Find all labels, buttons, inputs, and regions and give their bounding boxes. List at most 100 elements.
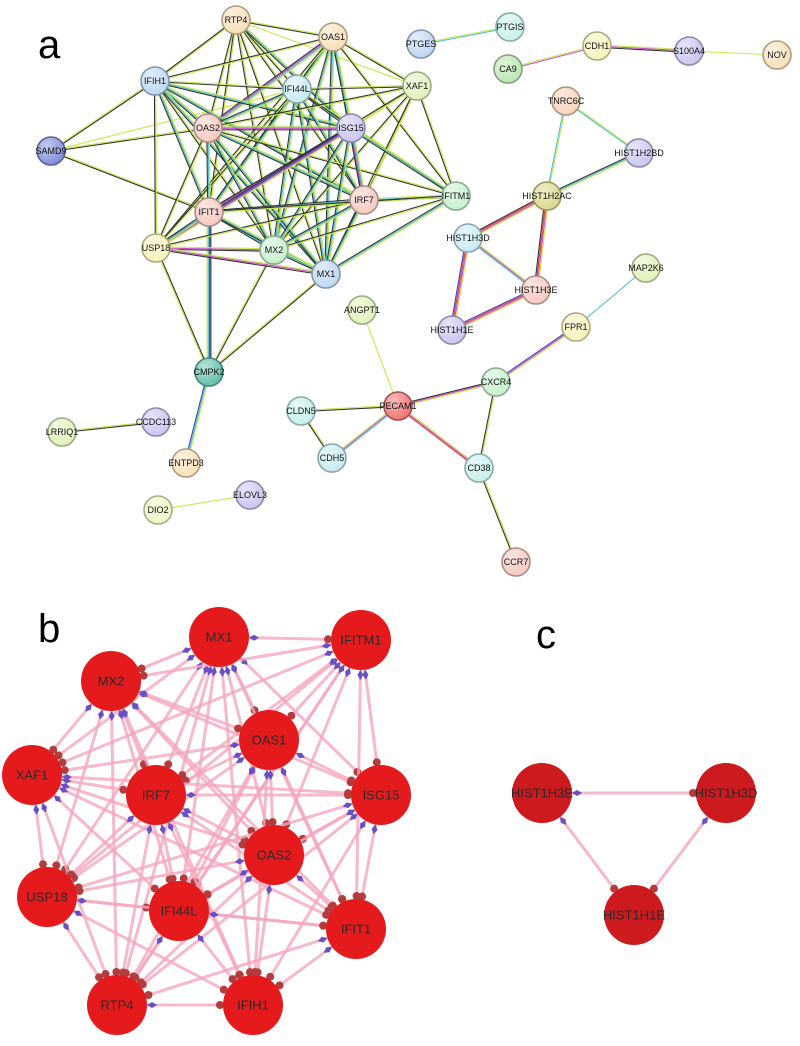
node-circle <box>189 607 249 667</box>
node-label: CCR7 <box>504 557 529 567</box>
edge-TNRC6C-HIST1H2BD <box>565 99 640 155</box>
node-hist1h3e[interactable]: HIST1H3E <box>511 763 573 823</box>
node-entpd3[interactable]: ENTPD3 <box>168 448 204 478</box>
node-oas2[interactable]: OAS2 <box>193 113 223 143</box>
node-cdh1[interactable]: CDH1 <box>582 31 612 61</box>
node-dio2[interactable]: DIO2 <box>143 495 173 525</box>
node-ptgis[interactable]: PTGIS <box>495 12 525 42</box>
node-isg15[interactable]: ISG15 <box>336 113 366 143</box>
node-oas1[interactable]: OAS1 <box>239 710 299 770</box>
edge-strand <box>596 46 690 53</box>
node-lrriq1[interactable]: LRRIQ1 <box>46 417 79 447</box>
node-ca9[interactable]: CA9 <box>493 54 523 84</box>
node-circle <box>326 899 386 959</box>
edge-strand <box>565 99 640 154</box>
node-cldn5[interactable]: CLDN5 <box>286 396 316 426</box>
edge-line <box>182 807 248 843</box>
edge-line <box>220 666 252 976</box>
edge-line <box>138 690 242 731</box>
node-cmpk2[interactable]: CMPK2 <box>193 357 225 387</box>
node-oas1[interactable]: OAS1 <box>318 22 348 52</box>
edge-OAS2-MX1 <box>206 126 328 276</box>
edge-strand <box>397 381 497 407</box>
node-map2k6[interactable]: MAP2K6 <box>628 253 664 283</box>
node-hist1h2bd[interactable]: HIST1H2BD <box>614 138 664 168</box>
node-cxcr4[interactable]: CXCR4 <box>481 367 512 397</box>
node-hist1h1e[interactable]: HIST1H1E <box>430 315 474 345</box>
node-circle <box>493 54 523 84</box>
edge-XAF1-IRF7 <box>61 777 128 794</box>
node-ifih1[interactable]: IFIH1 <box>223 975 283 1035</box>
node-cd38[interactable]: CD38 <box>464 453 494 483</box>
node-label: CMPK2 <box>193 367 224 377</box>
node-hist1h2ac[interactable]: HIST1H2AC <box>522 181 572 211</box>
node-irf7[interactable]: IRF7 <box>126 765 186 825</box>
node-samd9[interactable]: SAMD9 <box>35 136 67 166</box>
edge-strand <box>451 290 537 332</box>
edge-strand <box>479 467 518 563</box>
node-irf7[interactable]: IRF7 <box>349 185 379 215</box>
edge-strand <box>363 194 457 200</box>
node-label: IFIH1 <box>237 998 269 1013</box>
edge-strand <box>494 325 576 382</box>
node-hist1h3e[interactable]: HIST1H3E <box>514 275 558 305</box>
node-ifitm1[interactable]: IFITM1 <box>331 610 391 670</box>
node-tnrc6c[interactable]: TNRC6C <box>548 86 585 116</box>
node-usp18[interactable]: USP18 <box>141 233 171 263</box>
node-rtp4[interactable]: RTP4 <box>87 975 147 1035</box>
node-label: IRF7 <box>142 788 170 803</box>
node-ccdc113[interactable]: CCDC113 <box>136 407 176 437</box>
node-circle <box>347 295 377 325</box>
node-isg15[interactable]: ISG15 <box>351 765 411 825</box>
node-rtp4[interactable]: RTP4 <box>221 5 251 35</box>
node-xaf1[interactable]: XAF1 <box>402 71 432 101</box>
node-label: CA9 <box>499 64 517 74</box>
node-circle <box>331 610 391 670</box>
edge-arc-marker <box>268 818 277 827</box>
edge-IRF7-USP18 <box>155 198 365 250</box>
edge-strand <box>273 85 419 251</box>
node-usp18[interactable]: USP18 <box>17 867 77 927</box>
edge-IRF7-OAS2 <box>182 807 249 845</box>
node-label: IFIH1 <box>144 76 166 86</box>
edge-diamond-marker <box>138 691 148 698</box>
node-ifit1[interactable]: IFIT1 <box>326 899 386 959</box>
edge-strand <box>325 195 457 275</box>
edge-diamond-marker <box>245 875 253 883</box>
edge-diamond-marker <box>147 1002 157 1008</box>
node-mx1[interactable]: MX1 <box>189 607 249 667</box>
node-mx2[interactable]: MX2 <box>81 651 141 711</box>
node-label: IFIT1 <box>198 207 219 217</box>
node-hist1h3d[interactable]: HIST1H3D <box>695 763 758 823</box>
edge-arc-marker <box>275 981 284 990</box>
node-ifit1[interactable]: IFIT1 <box>194 197 224 227</box>
node-nov[interactable]: NOV <box>762 40 792 70</box>
edge-OAS1-IFIH1 <box>154 35 334 83</box>
node-ptges[interactable]: PTGES <box>406 29 437 59</box>
edge-strand <box>207 88 298 129</box>
node-mx1[interactable]: MX1 <box>311 259 341 289</box>
node-label: OAS1 <box>321 32 345 42</box>
node-ifi44l[interactable]: IFI44L <box>149 881 209 941</box>
edge-strand <box>206 128 326 276</box>
node-fpr1[interactable]: FPR1 <box>561 312 591 342</box>
node-circle <box>402 71 432 101</box>
edge-strand <box>208 198 365 212</box>
node-circle <box>624 138 654 168</box>
node-ifitm1[interactable]: IFITM1 <box>441 181 471 211</box>
node-ifih1[interactable]: IFIH1 <box>140 66 170 96</box>
node-angpt1[interactable]: ANGPT1 <box>344 295 380 325</box>
node-elovl3[interactable]: ELOVL3 <box>233 480 267 510</box>
node-ccr7[interactable]: CCR7 <box>501 547 531 577</box>
edge-strand <box>332 35 418 87</box>
edge-strand <box>274 200 366 252</box>
node-oas2[interactable]: OAS2 <box>244 825 304 885</box>
node-hist1h1e[interactable]: HIST1H1E <box>603 885 665 945</box>
node-s100a4[interactable]: S100A4 <box>673 36 705 66</box>
node-ifi44l[interactable]: IFI44L <box>282 74 312 104</box>
node-xaf1[interactable]: XAF1 <box>2 745 62 805</box>
node-pecam1[interactable]: PECAM1 <box>379 391 417 421</box>
node-mx2[interactable]: MX2 <box>259 235 289 265</box>
node-cdh5[interactable]: CDH5 <box>317 443 347 473</box>
node-hist1h3d[interactable]: HIST1H3D <box>446 223 490 253</box>
